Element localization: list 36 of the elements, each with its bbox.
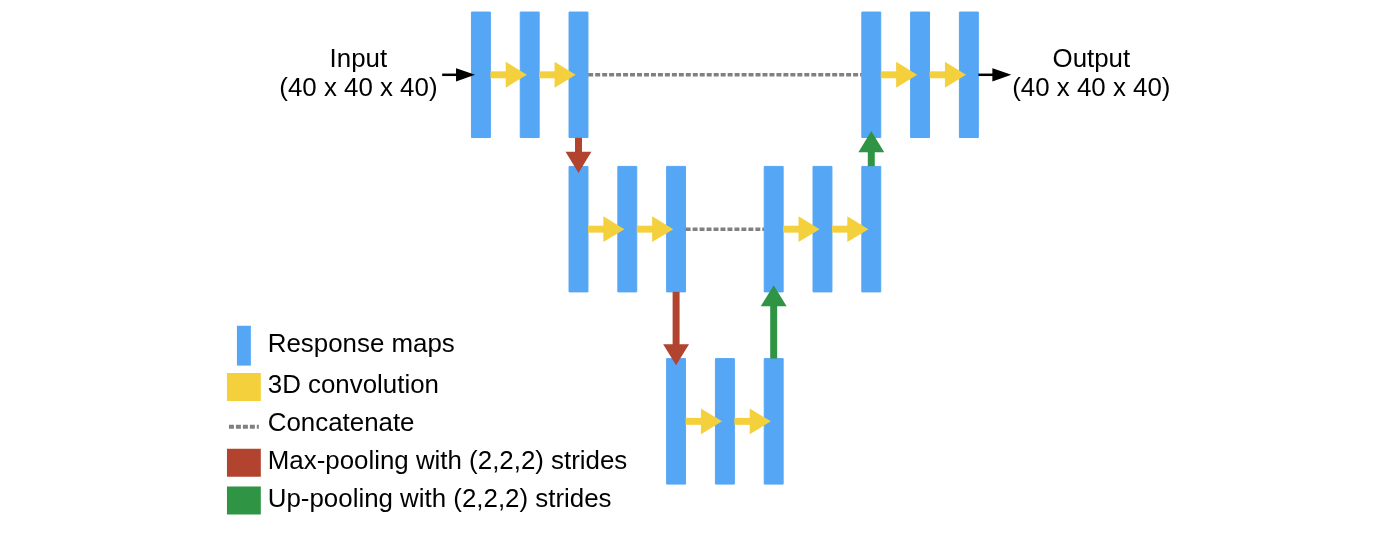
arrow bbox=[662, 291, 689, 366]
arrow bbox=[538, 61, 576, 88]
node-bar bbox=[714, 358, 735, 485]
node-bar bbox=[763, 165, 784, 293]
arrow bbox=[760, 285, 787, 359]
legend-label: Up-pooling with (2,2,2) strides bbox=[267, 483, 612, 512]
arrow bbox=[782, 216, 820, 243]
arrow bbox=[929, 61, 966, 88]
legend-label: Response maps bbox=[267, 328, 455, 357]
node-bar bbox=[616, 165, 637, 293]
legend-label: 3D convolution bbox=[267, 370, 439, 399]
connector bbox=[587, 73, 862, 77]
arrow bbox=[733, 408, 771, 435]
node-bar bbox=[665, 165, 686, 293]
node-text: Input (40 x 40 x 40) bbox=[278, 43, 438, 101]
arrow bbox=[685, 408, 722, 435]
node-bar bbox=[812, 165, 832, 293]
node-bar bbox=[958, 11, 979, 139]
node-bar bbox=[568, 165, 588, 293]
node-bar bbox=[665, 358, 686, 485]
node-bar bbox=[860, 165, 881, 293]
node-bar bbox=[519, 11, 540, 139]
node-bar bbox=[860, 11, 881, 139]
connector bbox=[685, 227, 764, 231]
arrow bbox=[636, 216, 673, 243]
arrow bbox=[880, 61, 917, 88]
arrow bbox=[587, 216, 624, 243]
node-bar bbox=[909, 11, 930, 139]
node-bar bbox=[763, 358, 784, 485]
node-bar bbox=[568, 11, 588, 139]
node-bar bbox=[470, 11, 491, 139]
legend-label: Max-pooling with (2,2,2) strides bbox=[267, 445, 627, 474]
legend-label: Concatenate bbox=[267, 408, 415, 437]
arrow bbox=[831, 216, 868, 243]
arrow bbox=[489, 61, 527, 88]
node-text: Output (40 x 40 x 40) bbox=[1011, 43, 1170, 101]
